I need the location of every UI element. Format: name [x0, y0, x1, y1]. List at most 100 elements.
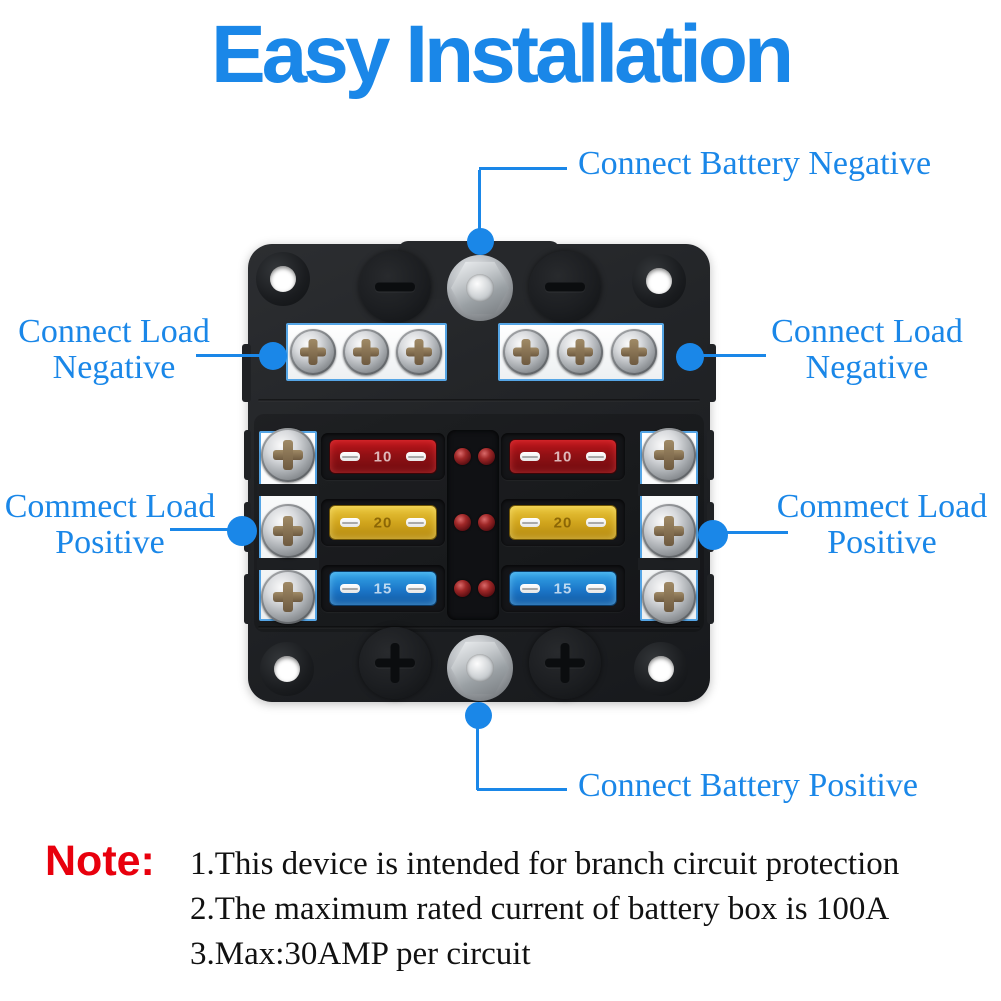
minus-marker-icon — [545, 282, 585, 292]
fuse-rating: 15 — [553, 580, 573, 597]
callout-line: Commect Load — [4, 488, 216, 525]
led-indicator — [478, 514, 495, 531]
positive-cap-right — [529, 627, 601, 699]
leader-line — [477, 788, 567, 791]
led-indicator — [454, 580, 471, 597]
led-indicator — [478, 448, 495, 465]
callout-line: Connect Load — [771, 313, 963, 350]
positive-cap-left — [359, 627, 431, 699]
leader-line — [726, 531, 788, 534]
fuse-blade-slot — [520, 518, 540, 527]
leader-line — [196, 354, 264, 357]
callout-line: Positive — [827, 524, 937, 561]
note-line-1: 1.This device is intended for branch cir… — [190, 846, 900, 882]
terminal-screw — [261, 570, 315, 624]
negative-cap-left — [359, 251, 431, 323]
terminal-screw — [290, 329, 336, 375]
minus-marker-icon — [375, 282, 415, 292]
terminal-screw — [503, 329, 549, 375]
leader-line — [476, 728, 479, 790]
callout-dot — [698, 520, 728, 550]
terminal-screw — [261, 428, 315, 482]
bolt-tip — [466, 274, 494, 302]
callout-dot — [676, 343, 704, 371]
callout-battery-negative: Connect Battery Negative — [578, 145, 932, 182]
plus-marker-icon — [560, 643, 570, 683]
column-divider — [638, 484, 700, 496]
plus-marker-icon — [390, 643, 400, 683]
callout-line: Negative — [805, 349, 929, 386]
callout-load-positive-right: Commect Load Positive — [772, 489, 992, 561]
callout-dot — [465, 702, 492, 729]
led-indicator — [454, 514, 471, 531]
terminal-screw — [343, 329, 389, 375]
fuse-rating: 20 — [373, 514, 393, 531]
side-rib — [707, 430, 714, 480]
fuse-blade-slot — [406, 518, 426, 527]
callout-line: Positive — [55, 524, 165, 561]
callout-line: Commect Load — [776, 488, 988, 525]
callout-line: Connect Load — [18, 313, 210, 350]
fuse-blade-slot — [520, 452, 540, 461]
side-rib — [244, 430, 251, 480]
fuse-red-right: 10 — [510, 440, 616, 473]
note-list: 1.This device is intended for branch cir… — [190, 842, 899, 977]
side-tab — [242, 344, 251, 402]
fuse-blade-slot — [406, 584, 426, 593]
callout-load-negative-left: Connect Load Negative — [5, 314, 223, 386]
fuse-blade-slot — [340, 452, 360, 461]
page-title: Easy Installation — [210, 9, 794, 100]
callout-dot — [259, 342, 287, 370]
callout-dot — [467, 228, 494, 255]
fuse-blade-slot — [340, 584, 360, 593]
callout-load-positive-left: Commect Load Positive — [0, 489, 220, 561]
column-divider — [257, 558, 319, 570]
fuse-rating: 20 — [553, 514, 573, 531]
mounting-hole-top-right — [632, 254, 686, 308]
terminal-screw — [642, 504, 696, 558]
side-rib — [707, 574, 714, 624]
fuse-rating: 10 — [373, 448, 393, 465]
callout-dot — [227, 516, 257, 546]
column-divider — [638, 558, 700, 570]
side-tab — [707, 344, 716, 402]
fuse-blue-right: 15 — [510, 572, 616, 605]
fuse-blade-slot — [520, 584, 540, 593]
callout-battery-positive: Connect Battery Positive — [578, 767, 918, 804]
terminal-screw — [557, 329, 603, 375]
fuse-block-illustration: 10 20 15 10 20 15 — [242, 241, 716, 702]
fuse-blade-slot — [340, 518, 360, 527]
note-line-3: 3.Max:30AMP per circuit — [190, 936, 531, 972]
leader-line — [479, 167, 567, 170]
fuse-red-left: 10 — [330, 440, 436, 473]
leader-line — [702, 354, 766, 357]
body-seam — [258, 626, 700, 629]
bolt-tip — [466, 654, 494, 682]
battery-negative-stud — [447, 255, 513, 321]
fuse-blade-slot — [406, 452, 426, 461]
column-divider — [257, 484, 319, 496]
leader-line — [170, 528, 232, 531]
leader-line — [478, 170, 481, 232]
fuse-blade-slot — [586, 518, 606, 527]
fuse-rating: 10 — [553, 448, 573, 465]
terminal-screw — [396, 329, 442, 375]
led-indicator — [478, 580, 495, 597]
battery-positive-stud — [447, 635, 513, 701]
terminal-screw — [611, 329, 657, 375]
fuse-blade-slot — [586, 584, 606, 593]
negative-cap-right — [529, 251, 601, 323]
fuse-yellow-left: 20 — [330, 506, 436, 539]
callout-load-negative-right: Connect Load Negative — [758, 314, 976, 386]
terminal-screw — [642, 570, 696, 624]
mounting-hole-bottom-right — [634, 642, 688, 696]
note-heading: Note: — [45, 837, 155, 885]
fuse-blade-slot — [586, 452, 606, 461]
fuse-blue-left: 15 — [330, 572, 436, 605]
mounting-hole-top-left — [256, 252, 310, 306]
body-seam — [258, 399, 700, 402]
terminal-screw — [642, 428, 696, 482]
fuse-yellow-right: 20 — [510, 506, 616, 539]
note-line-2: 2.The maximum rated current of battery b… — [190, 891, 890, 927]
